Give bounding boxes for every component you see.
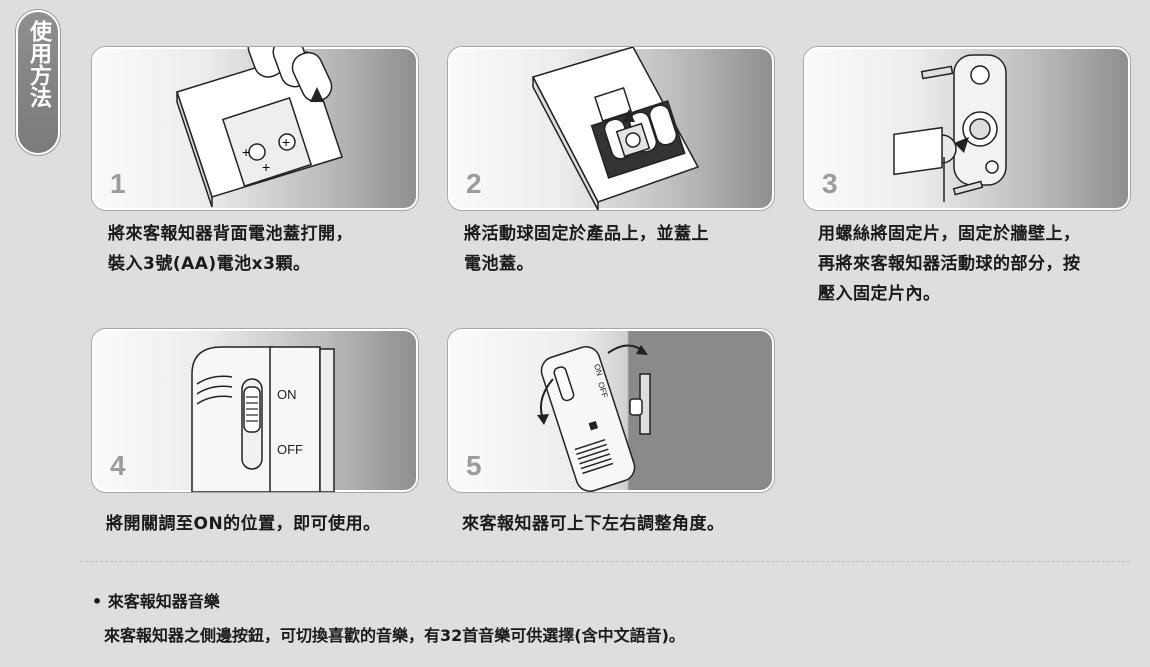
step-2-illustration: 2 <box>448 47 774 210</box>
caption-line: 壓入固定片內。 <box>818 284 941 304</box>
step-1-illustration: + + + 1 <box>92 47 418 210</box>
battery-install-drawing: + + + <box>176 47 343 208</box>
step-number: 2 <box>466 168 482 199</box>
step-number: 4 <box>110 450 126 481</box>
caption-line: 電池蓋。 <box>464 254 534 274</box>
caption-line: 裝入3號(AA)電池x3顆。 <box>108 254 311 274</box>
step-2-caption: 將活動球固定於產品上，並蓋上 電池蓋。 <box>464 219 709 279</box>
section-divider <box>80 561 1130 562</box>
switch-on-label: ON <box>277 387 297 402</box>
music-section-text: 來客報知器之側邊按鈕，可切換喜歡的音樂，有32首音樂可供選擇(含中文語音)。 <box>104 626 685 645</box>
step-4-caption: 將開關調至ON的位置，即可使用。 <box>106 509 381 539</box>
caption-line: 將來客報知器背面電池蓋打開， <box>108 224 353 244</box>
angle-adjust-drawing: ON OFF <box>537 344 651 492</box>
caption-line: 將活動球固定於產品上，並蓋上 <box>464 224 709 244</box>
caption-line: 用螺絲將固定片，固定於牆壁上， <box>818 224 1081 244</box>
switch-off-label: OFF <box>277 442 303 457</box>
section-tab: 使用方法 <box>16 10 60 155</box>
step-number: 5 <box>466 450 482 481</box>
caption-line: 來客報知器可上下左右調整角度。 <box>462 514 725 534</box>
power-switch-drawing: ON OFF <box>191 346 335 492</box>
music-section-title: • 來客報知器音樂 <box>92 592 220 611</box>
caption-line: 再將來客報知器活動球的部分，按 <box>818 254 1081 274</box>
step-5-caption: 來客報知器可上下左右調整角度。 <box>462 509 725 539</box>
svg-text:+: + <box>282 134 290 150</box>
section-tab-label: 使用方法 <box>26 20 51 108</box>
svg-text:+: + <box>242 144 250 160</box>
ball-mount-drawing <box>531 47 700 210</box>
step-5-illustration: ON OFF 5 <box>448 329 774 492</box>
step-3-caption: 用螺絲將固定片，固定於牆壁上， 再將來客報知器活動球的部分，按 壓入固定片內。 <box>818 219 1081 309</box>
wall-bracket-drawing <box>893 54 1007 202</box>
switch-on-label: ON <box>592 363 604 377</box>
step-1-caption: 將來客報知器背面電池蓋打開， 裝入3號(AA)電池x3顆。 <box>108 219 353 279</box>
svg-text:+: + <box>262 159 270 175</box>
step-number: 1 <box>110 168 126 199</box>
step-4-illustration: ON OFF 4 <box>92 329 418 492</box>
caption-line: 將開關調至ON的位置，即可使用。 <box>106 514 381 534</box>
step-number: 3 <box>822 168 838 199</box>
step-3-illustration: 3 <box>804 47 1130 210</box>
